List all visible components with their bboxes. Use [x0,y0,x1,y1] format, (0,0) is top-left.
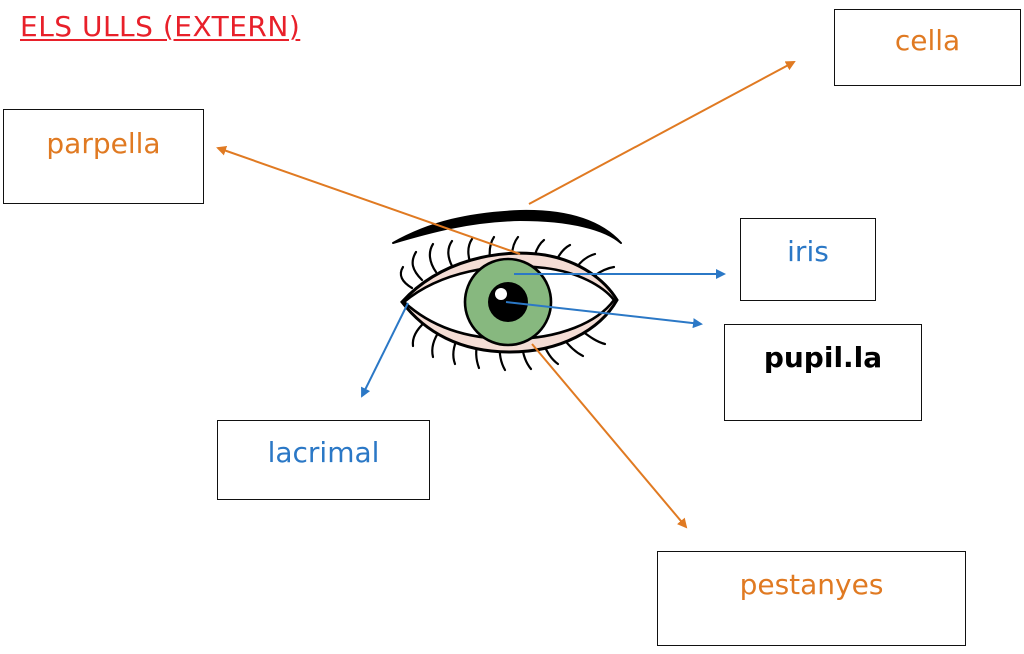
label-pupilla: pupil.la [763,341,883,374]
label-box-parpella: parpella [3,109,204,204]
arrow-lacrimal [361,302,409,398]
label-pestanyes: pestanyes [739,568,884,601]
page-title: ELS ULLS (EXTERN) [20,10,301,43]
eyebrow-drawing [392,209,622,244]
label-box-cella: cella [834,9,1021,86]
arrow-cella [528,61,796,205]
label-parpella: parpella [46,127,161,160]
arrow-pupilla [505,301,703,329]
label-box-lacrimal: lacrimal [217,420,430,500]
arrow-pestanyes [531,343,688,529]
label-cella: cella [894,24,961,57]
label-iris: iris [787,235,829,268]
label-box-iris: iris [740,218,876,301]
label-lacrimal: lacrimal [267,435,380,469]
arrow-parpella [216,145,521,255]
label-box-pupilla: pupil.la [724,324,922,421]
label-box-pestanyes: pestanyes [657,551,966,646]
